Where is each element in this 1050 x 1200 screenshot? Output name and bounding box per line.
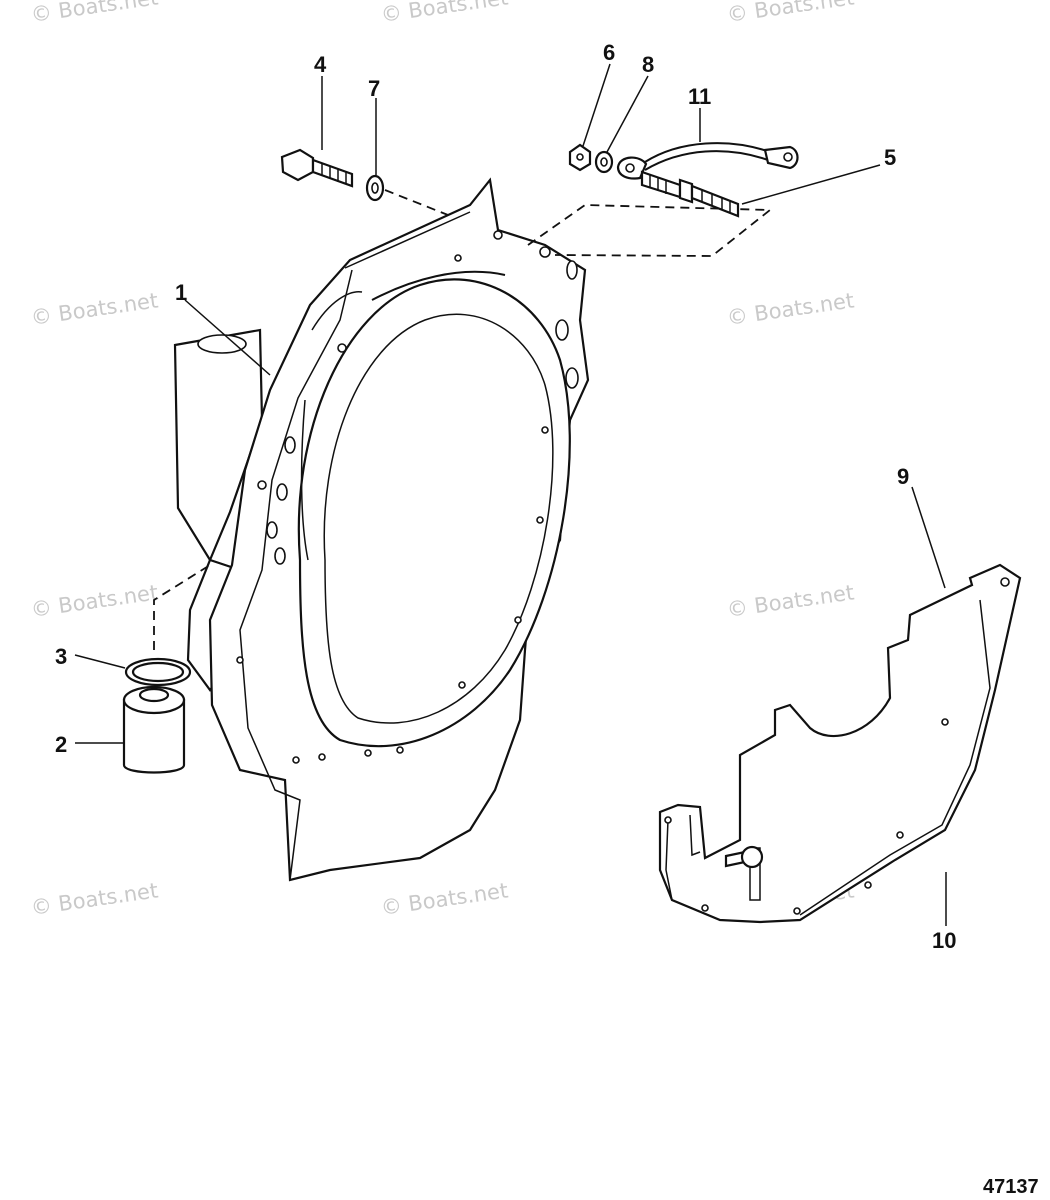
lock-washer-part[interactable] bbox=[594, 150, 614, 174]
cup-plug-part[interactable] bbox=[122, 685, 186, 774]
watermark: © Boats.net bbox=[29, 0, 159, 27]
assembly-line bbox=[384, 189, 449, 216]
leader-lines bbox=[74, 63, 947, 926]
watermark: © Boats.net bbox=[725, 0, 855, 27]
callout-labels: 1 2 3 4 5 6 7 8 9 10 11 bbox=[55, 40, 956, 953]
callout-2: 2 bbox=[55, 732, 67, 757]
nut-part[interactable] bbox=[568, 143, 592, 172]
callout-4: 4 bbox=[314, 52, 327, 77]
callout-5: 5 bbox=[884, 145, 896, 170]
watermark: © Boats.net bbox=[379, 0, 509, 27]
callout-7: 7 bbox=[368, 76, 380, 101]
watermark: © Boats.net bbox=[379, 878, 509, 920]
watermark: © Boats.net bbox=[725, 580, 855, 622]
bolt-part[interactable] bbox=[280, 148, 354, 188]
cover-plate-part[interactable] bbox=[658, 563, 1022, 924]
callout-3: 3 bbox=[55, 644, 67, 669]
callout-8: 8 bbox=[642, 52, 654, 77]
flywheel-housing[interactable] bbox=[173, 177, 590, 882]
callout-11: 11 bbox=[688, 84, 711, 109]
watermark: © Boats.net bbox=[29, 580, 159, 622]
screw-part[interactable] bbox=[724, 845, 764, 869]
callout-6: 6 bbox=[603, 40, 615, 65]
watermark: © Boats.net bbox=[725, 288, 855, 330]
diagram-id-label: 47137 bbox=[983, 1176, 1039, 1198]
watermark: © Boats.net bbox=[29, 288, 159, 330]
assembly-line bbox=[527, 204, 773, 257]
callout-9: 9 bbox=[897, 464, 909, 489]
ground-strap-part[interactable] bbox=[616, 142, 799, 180]
seal-ring-part[interactable] bbox=[124, 657, 192, 687]
washer-part[interactable] bbox=[365, 174, 385, 202]
callout-10: 10 bbox=[932, 928, 956, 953]
watermark: © Boats.net bbox=[29, 878, 159, 920]
callout-1: 1 bbox=[175, 280, 187, 305]
stud-part[interactable] bbox=[640, 170, 740, 218]
assembly-line bbox=[153, 564, 211, 650]
